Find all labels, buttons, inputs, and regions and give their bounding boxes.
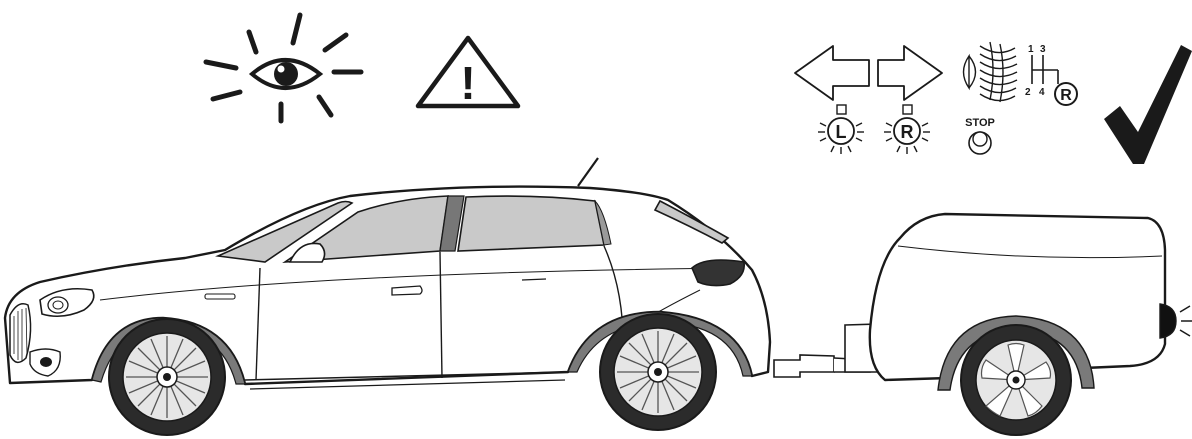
light-left-label: L xyxy=(836,122,847,142)
car-grille xyxy=(10,304,31,363)
light-right-label: R xyxy=(901,122,914,142)
car-rear-window xyxy=(458,196,604,251)
gear-reverse-label: R xyxy=(1060,87,1072,104)
gear-1-label: 1 xyxy=(1028,44,1034,55)
eye-inspection-icon xyxy=(206,15,361,121)
warning-triangle-icon: ! xyxy=(418,38,518,109)
car xyxy=(5,158,770,435)
car-door-handle-front xyxy=(392,286,422,295)
trailer-wheel xyxy=(961,325,1071,435)
gear-3-label: 3 xyxy=(1040,44,1046,55)
tow-bar xyxy=(774,324,880,377)
stop-light-icon: STOP xyxy=(965,117,995,154)
right-light-icon: R xyxy=(884,105,930,154)
left-light-icon: L xyxy=(818,105,864,154)
trailer-rear-lamp xyxy=(1160,304,1192,338)
car-antenna xyxy=(578,158,598,186)
turn-signal-right-icon xyxy=(878,46,942,100)
headlight-beam-icon xyxy=(964,42,1018,102)
gear-2-label: 2 xyxy=(1025,87,1031,98)
car-front-wheel xyxy=(109,319,225,435)
gear-4-label: 4 xyxy=(1039,87,1045,98)
stop-label: STOP xyxy=(965,117,995,129)
trailer xyxy=(870,214,1192,435)
checkmark-icon xyxy=(1104,45,1192,164)
warning-mark: ! xyxy=(460,57,475,109)
gear-shift-pattern-icon: 1 3 2 4 R xyxy=(1025,44,1077,105)
car-rear-wheel xyxy=(600,314,716,430)
turn-signal-left-icon xyxy=(795,46,869,100)
